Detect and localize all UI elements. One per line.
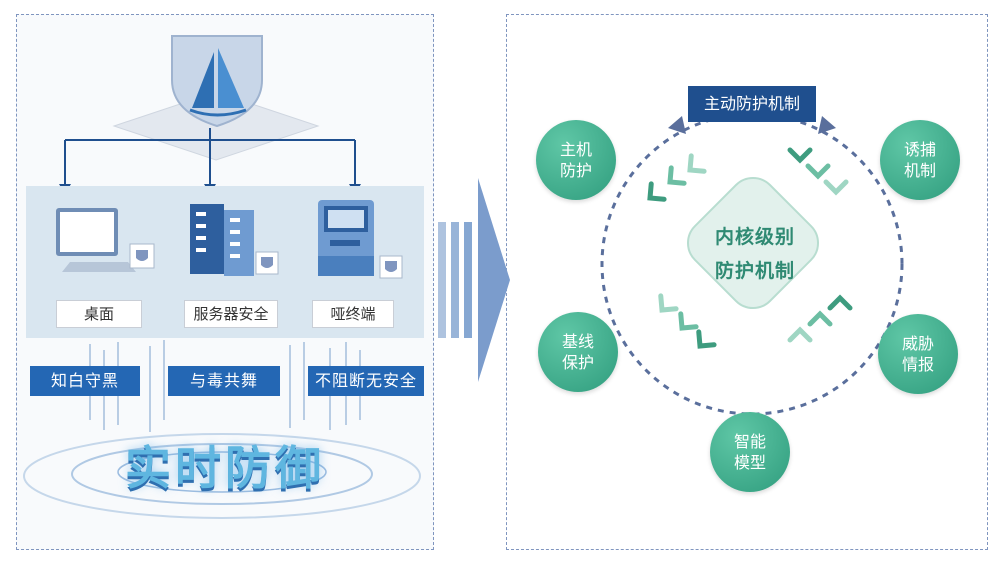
- core-label: 内核级别 防护机制: [690, 220, 820, 288]
- node-line1: 威胁: [901, 334, 934, 353]
- core-diamond: [686, 176, 820, 310]
- core-label-line2: 防护机制: [714, 260, 795, 282]
- target-label-terminal: 哑终端: [312, 300, 394, 328]
- node-line2: 保护: [561, 353, 594, 372]
- principle-tag-3: 不阻断无安全: [308, 366, 424, 396]
- mechanism-title: 主动防护机制: [688, 86, 816, 122]
- node-line2: 模型: [733, 453, 766, 472]
- big-arrow-right-icon: [438, 178, 510, 382]
- orbit-ring: [600, 112, 904, 416]
- node-baseline-protection: 基线 保护: [538, 312, 618, 392]
- orbit-arrow-left: [668, 116, 686, 134]
- node-line2: 防护: [559, 161, 592, 180]
- principle-tag-1: 知白守黑: [30, 366, 140, 396]
- orbit-arrow-right: [818, 116, 836, 134]
- principle-tag-2: 与毒共舞: [168, 366, 280, 396]
- server-rack-icon: [190, 204, 279, 276]
- chevron-marks: [647, 147, 853, 349]
- connector-lines: [64, 128, 356, 185]
- node-line1: 基线: [561, 332, 594, 351]
- shield-sailboat-icon: [171, 35, 263, 128]
- node-trap-mechanism: 诱捕 机制: [880, 120, 960, 200]
- node-host-protection: 主机 防护: [536, 120, 616, 200]
- realtime-defense-headline: 实时防御: [125, 441, 325, 495]
- node-line1: 主机: [559, 140, 592, 159]
- node-line2: 情报: [901, 355, 934, 374]
- base-rings: [23, 433, 421, 519]
- node-smart-model: 智能 模型: [710, 412, 790, 492]
- node-threat-intel: 威胁 情报: [878, 314, 958, 394]
- desktop-computer-icon: [56, 208, 155, 272]
- node-line2: 机制: [903, 161, 936, 180]
- node-line1: 智能: [733, 432, 766, 451]
- core-label-line1: 内核级别: [714, 226, 795, 248]
- node-line1: 诱捕: [903, 140, 936, 159]
- target-label-server: 服务器安全: [184, 300, 278, 328]
- terminal-kiosk-icon: [318, 200, 403, 279]
- target-label-desktop: 桌面: [56, 300, 142, 328]
